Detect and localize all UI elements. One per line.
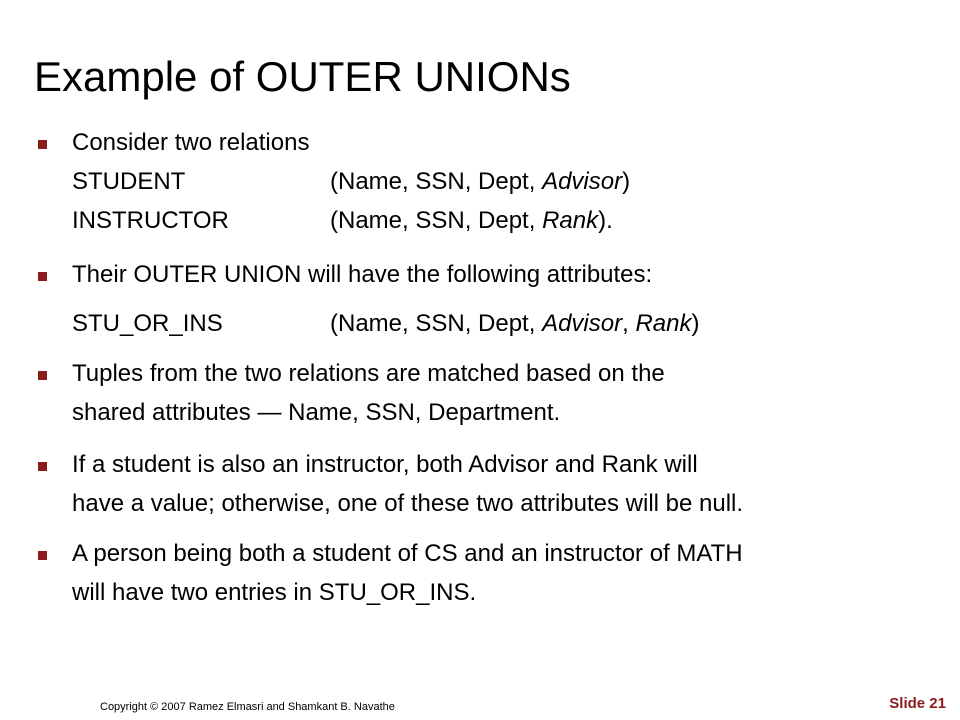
relation-attrs-instructor: (Name, SSN, Dept, Rank). [330,207,613,234]
bullet-square-icon [38,551,47,560]
bullet-text-line: If a student is also an instructor, both… [72,451,698,478]
footer-copyright: Copyright © 2007 Ramez Elmasri and Shamk… [100,701,395,713]
bullet-square-icon [38,272,47,281]
bullet-text: Consider two relations [72,129,310,156]
bullet-square-icon [38,462,47,471]
relation-attrs-student: (Name, SSN, Dept, Advisor) [330,168,631,195]
relation-name-student: STUDENT [72,168,186,195]
bullet-text-line: will have two entries in STU_OR_INS. [72,579,477,606]
slide-title: Example of OUTER UNIONs [34,53,571,100]
bullet-text-line: A person being both a student of CS and … [72,540,743,567]
bullet-text-line: shared attributes — Name, SSN, Departmen… [72,399,561,426]
bullet-text: Their OUTER UNION will have the followin… [72,261,653,288]
bullet-square-icon [38,371,47,380]
relation-attrs-stu-or-ins: (Name, SSN, Dept, Advisor, Rank) [330,310,700,337]
bullet-square-icon [38,140,47,149]
relation-name-stu-or-ins: STU_OR_INS [72,310,223,337]
relation-name-instructor: INSTRUCTOR [72,207,229,234]
bullet-text-line: Tuples from the two relations are matche… [72,360,665,387]
bullet-text-line: have a value; otherwise, one of these tw… [72,490,744,517]
slide-number: Slide 21 [889,695,946,712]
